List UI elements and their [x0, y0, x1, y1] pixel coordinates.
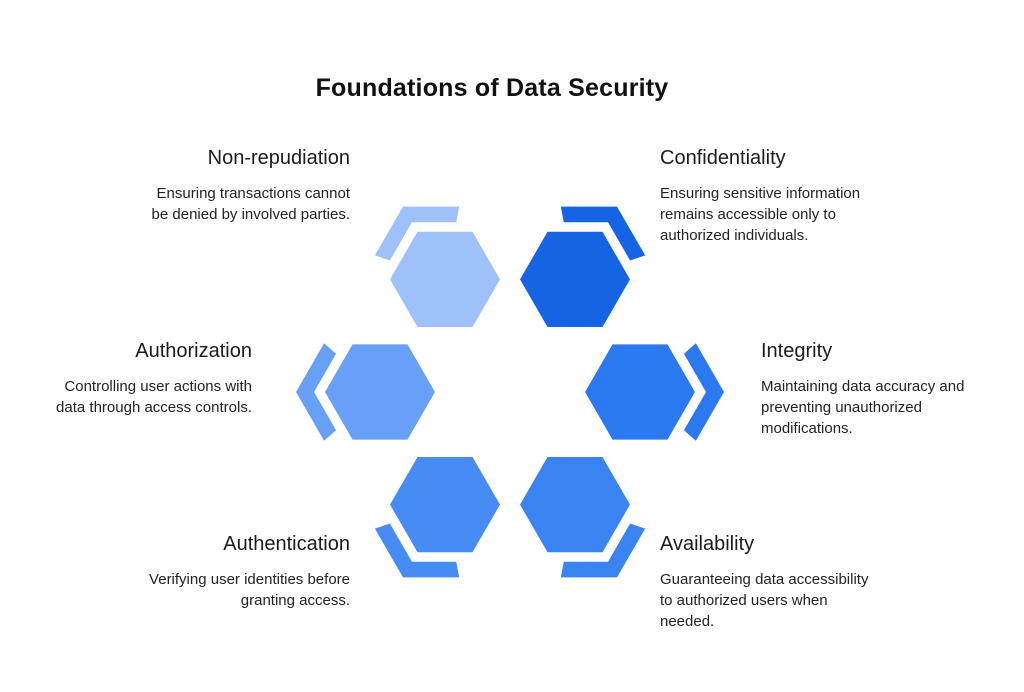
non-repudiation-hexagon — [390, 231, 500, 328]
node-label-integrity: Integrity — [761, 340, 833, 362]
node-description-non-repudiation: Ensuring transactions cannot be denied b… — [151, 185, 350, 223]
node-description-confidentiality: Ensuring sensitive information remains a… — [660, 185, 861, 244]
node-description-availability: Guaranteeing data accessibility to autho… — [660, 571, 869, 630]
node-authorization: Authorization Controlling user actions w… — [0, 339, 252, 418]
page-title: Foundations of Data Security — [315, 73, 669, 102]
node-integrity: Integrity Maintaining data accuracy and … — [761, 339, 1024, 439]
node-non-repudiation: Non-repudiation Ensuring transactions ca… — [80, 146, 350, 225]
node-description-authentication: Verifying user identities before grantin… — [149, 571, 350, 609]
authentication-hexagon — [390, 456, 500, 553]
confidentiality-hexagon — [520, 231, 630, 328]
node-description-integrity: Maintaining data accuracy and preventing… — [761, 378, 965, 437]
node-label-availability: Availability — [660, 533, 755, 555]
availability-hexagon — [520, 456, 630, 553]
node-availability: Availability Guaranteeing data accessibi… — [660, 532, 930, 632]
authorization-hexagon — [325, 344, 435, 440]
node-label-confidentiality: Confidentiality — [660, 147, 786, 169]
node-label-authorization: Authorization — [135, 340, 252, 362]
node-authentication: Authentication Verifying user identities… — [80, 532, 350, 611]
node-label-non-repudiation: Non-repudiation — [207, 147, 350, 169]
node-description-authorization: Controlling user actions with data throu… — [56, 378, 252, 416]
node-confidentiality: Confidentiality Ensuring sensitive infor… — [660, 146, 930, 246]
integrity-hexagon — [585, 344, 695, 440]
node-label-authentication: Authentication — [223, 533, 350, 555]
